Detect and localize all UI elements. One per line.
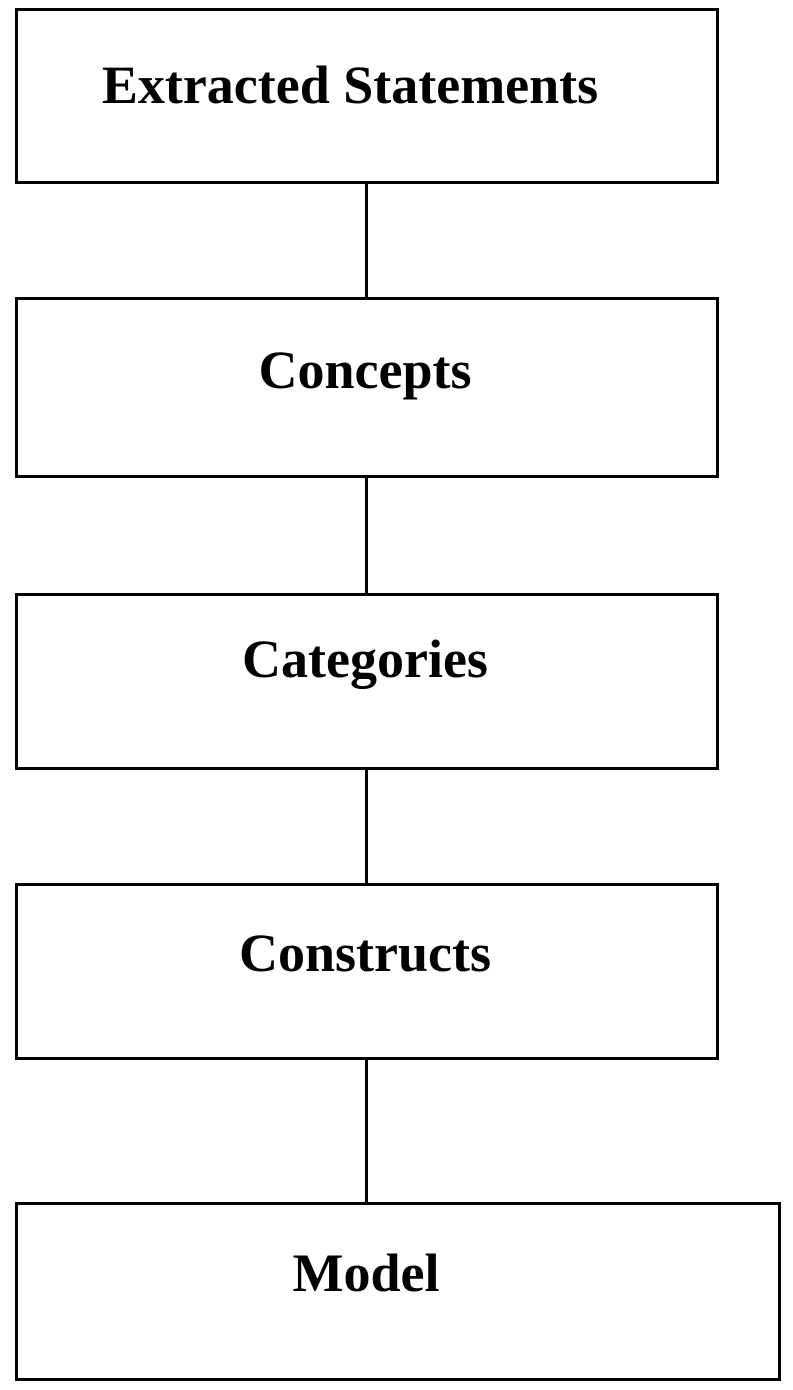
step-box-concepts: Concepts — [15, 297, 719, 478]
step-box-categories: Categories — [15, 593, 719, 770]
connector-line-2 — [365, 478, 368, 593]
step-label-model: Model — [292, 1243, 440, 1303]
connector-line-1 — [365, 184, 368, 297]
step-label-extracted-statements: Extracted Statements — [101, 55, 599, 115]
step-label-categories: Categories — [242, 629, 488, 689]
step-box-constructs: Constructs — [15, 883, 719, 1060]
connector-line-3 — [365, 770, 368, 883]
step-label-concepts: Concepts — [258, 340, 472, 400]
step-box-model: Model — [15, 1202, 781, 1381]
connector-line-4 — [365, 1060, 368, 1202]
step-label-constructs: Constructs — [239, 923, 491, 983]
step-box-extracted-statements: Extracted Statements — [15, 8, 719, 184]
